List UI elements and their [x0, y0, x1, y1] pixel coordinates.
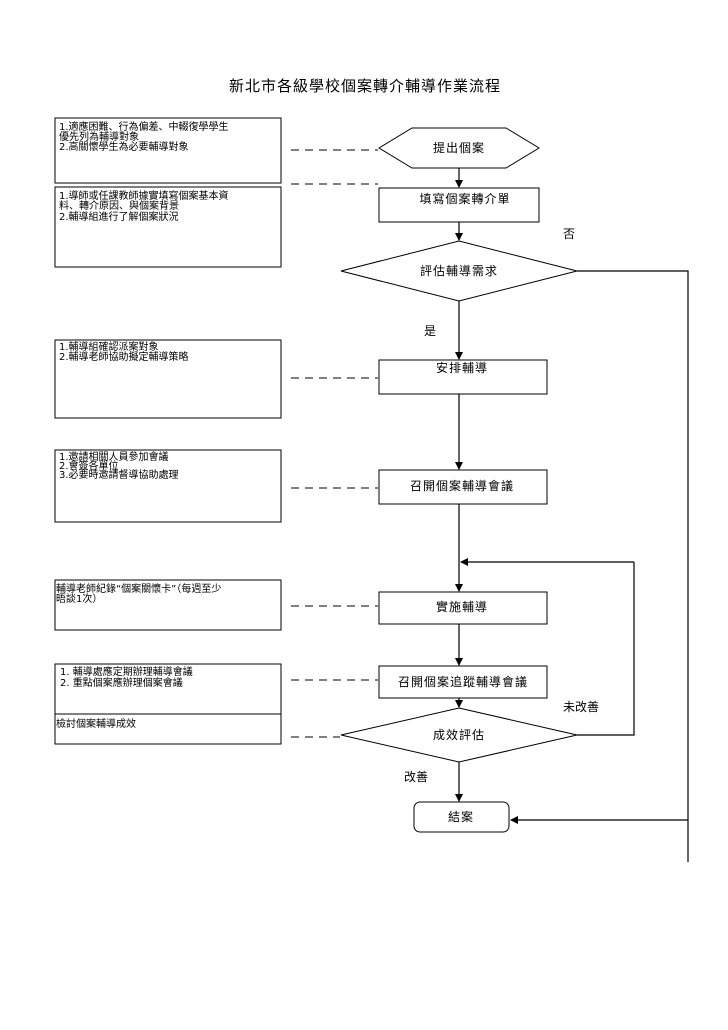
- note-7-line-1: 檢討個案輔導成效: [56, 717, 136, 730]
- note-2-line-1: 1.導師或任課教師據實填寫個案基本資: [59, 189, 229, 202]
- node-follow-meeting-label: 召開個案追蹤輔導會議: [398, 674, 528, 689]
- node-fill-form-label: 填寫個案轉介單: [419, 191, 510, 206]
- edge-label-no: 否: [563, 227, 575, 241]
- node-implement: 實施輔導: [378, 591, 548, 625]
- note-2-line-3: 2.輔導組進行了解個案狀況: [59, 210, 179, 223]
- note-box-2: 1.導師或任課教師據實填寫個案基本資 料、轉介原因、與個案背景 2.輔導組進行了…: [54, 186, 282, 268]
- node-arrange: 安排輔導: [378, 359, 548, 395]
- note-1-line-2: 優先列為輔導對象: [59, 130, 139, 143]
- note-box-7: 檢討個案輔導成效: [54, 713, 282, 745]
- node-evaluate: 成效評估: [340, 707, 578, 763]
- note-box-4: 1.邀請相關人員參加會議 2.會簽各單位 3.必要時邀請督導協助處理: [54, 449, 282, 523]
- note-4-line-3: 3.必要時邀請督導協助處理: [59, 468, 179, 481]
- note-6-line-2: 2. 重點個案應辦理個案會議: [60, 676, 183, 689]
- note-6-line-1: 1. 輔導處應定期辦理輔導會議: [60, 665, 193, 678]
- note-box-6: 1. 輔導處應定期辦理輔導會議 2. 重點個案應辦理個案會議: [54, 663, 282, 715]
- node-arrange-label: 安排輔導: [436, 360, 488, 375]
- note-4-line-2: 2.會簽各單位: [59, 459, 119, 472]
- edge-label-not-improved: 未改善: [563, 699, 599, 714]
- node-assess-need: 評估輔導需求: [340, 240, 578, 302]
- edge-label-improved: 改善: [404, 769, 428, 784]
- note-2-line-2: 料、轉介原因、與個案背景: [59, 199, 179, 212]
- page-title: 新北市各級學校個案轉介輔導作業流程: [229, 77, 501, 95]
- node-propose-label: 提出個案: [433, 140, 485, 155]
- node-assess-need-label: 評估輔導需求: [420, 263, 498, 278]
- node-evaluate-label: 成效評估: [433, 727, 485, 742]
- node-fill-form: 填寫個案轉介單: [378, 187, 540, 223]
- note-1-line-3: 2.高關懷學生為必要輔導對象: [59, 140, 189, 153]
- node-meeting: 召開個案輔導會議: [378, 469, 548, 505]
- node-follow-meeting: 召開個案追蹤輔導會議: [378, 665, 548, 699]
- note-5-line-2: 晤談1次）: [56, 592, 102, 605]
- note-1-line-1: 1.適應困難、行為偏差、中輟復學學生: [59, 120, 229, 133]
- dashed-connectors: [291, 149, 378, 738]
- node-implement-label: 實施輔導: [436, 599, 488, 614]
- note-3-line-1: 1.輔導組確認派案對象: [59, 340, 159, 353]
- note-box-1: 1.適應困難、行為偏差、中輟復學學生 優先列為輔導對象 2.高關懷學生為必要輔導…: [54, 117, 282, 184]
- node-close: 結案: [413, 801, 510, 833]
- flow-arrows: [455, 168, 689, 862]
- node-meeting-label: 召開個案輔導會議: [410, 478, 514, 493]
- note-5-line-1: 輔導老師紀錄“個案關懷卡”（每週至少: [56, 582, 221, 595]
- note-box-5: 輔導老師紀錄“個案關懷卡”（每週至少 晤談1次）: [54, 579, 282, 631]
- edge-label-yes: 是: [424, 324, 436, 338]
- note-box-3: 1.輔導組確認派案對象 2.輔導老師協助擬定輔導策略: [54, 339, 282, 419]
- node-close-label: 結案: [448, 809, 474, 824]
- note-4-line-1: 1.邀請相關人員參加會議: [59, 450, 169, 463]
- node-propose: 提出個案: [378, 127, 540, 169]
- note-3-line-2: 2.輔導老師協助擬定輔導策略: [59, 350, 189, 363]
